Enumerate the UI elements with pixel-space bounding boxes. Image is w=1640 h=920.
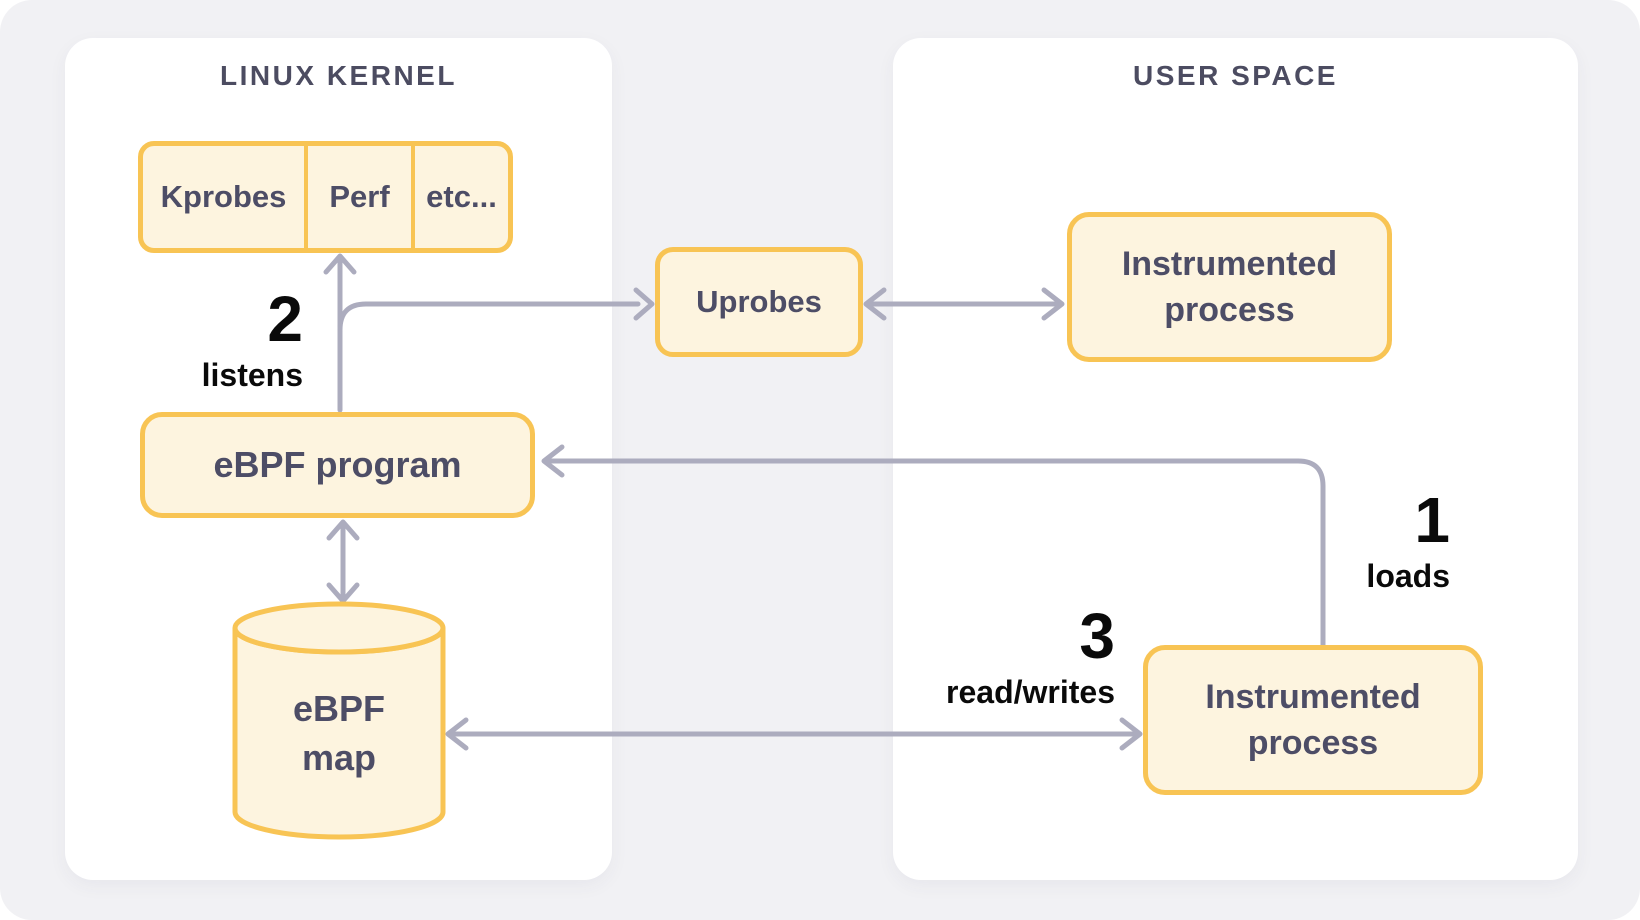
label-line-2: process [1164,291,1295,329]
step-text: read/writes [946,674,1115,710]
instrumented-process-top-label: Instrumented process [1122,241,1337,333]
label-line-2: process [1247,724,1379,762]
step-text: loads [1366,558,1450,594]
step-label-listens: 2 listens [202,287,303,395]
step-number: 1 [1414,484,1450,556]
probe-cell-perf: Perf [304,146,411,248]
step-label-read-writes: 3 read/writes [946,604,1115,712]
ebpf-program-node: eBPF program [140,412,535,518]
label-line-1: Instrumented [1205,678,1421,716]
panel-title-user-space: USER SPACE [1133,60,1338,91]
instrumented-process-bottom-node: Instrumented process [1143,645,1483,795]
step-text: listens [201,357,303,393]
ebpf-map-label: eBPF map [239,684,439,782]
step-label-loads: 1 loads [1366,488,1450,596]
uprobes-node: Uprobes [655,247,863,357]
probe-sources-row: Kprobes Perf etc... [138,141,513,253]
instrumented-process-top-node: Instrumented process [1067,212,1392,362]
probe-cell-etc: etc... [411,146,508,248]
step-number: 3 [1079,600,1115,672]
label-line-2: map [301,737,377,778]
label-line-1: eBPF [292,688,386,729]
instrumented-process-bottom-label: Instrumented process [1205,674,1420,766]
step-number: 2 [267,283,303,355]
panel-title-linux-kernel: LINUX KERNEL [220,60,457,91]
probe-cell-kprobes: Kprobes [160,179,287,214]
label-line-1: Instrumented [1121,245,1338,283]
